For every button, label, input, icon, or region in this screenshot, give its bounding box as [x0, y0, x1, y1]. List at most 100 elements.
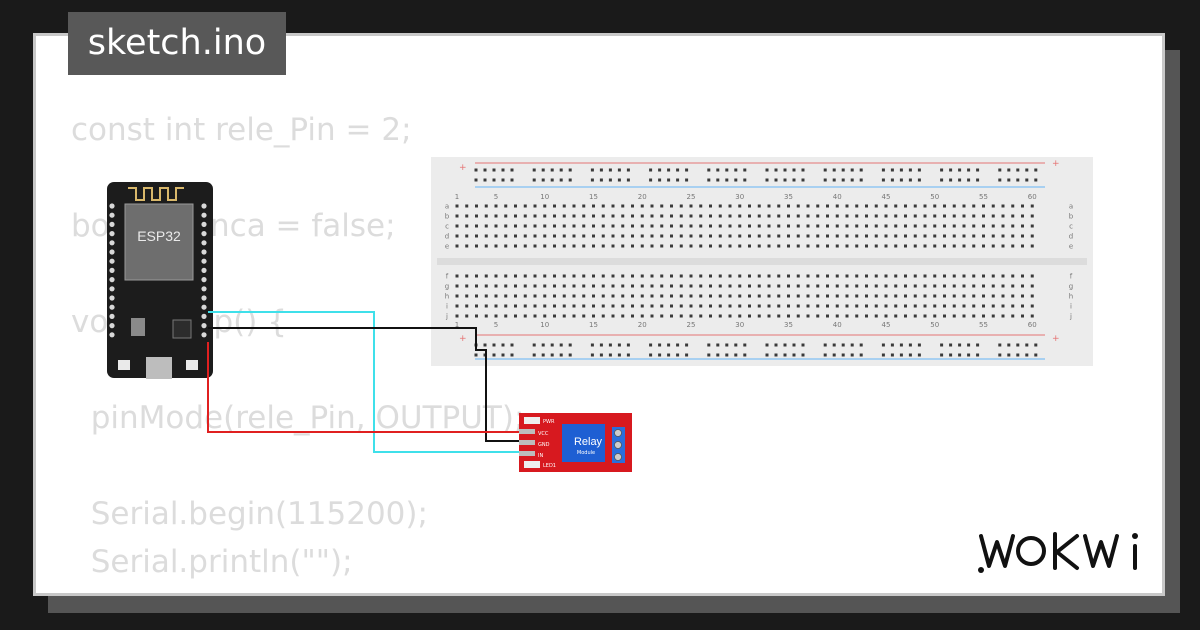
esp32-pin[interactable] — [201, 249, 207, 255]
breadboard-hole — [533, 284, 537, 288]
breadboard-hole — [475, 214, 478, 218]
breadboard-hole — [952, 314, 956, 318]
rail-hole — [667, 343, 671, 347]
breadboard-hole — [562, 244, 566, 248]
breadboard-hole — [962, 274, 966, 278]
breadboard-column-number: 25 — [687, 193, 696, 201]
breadboard-hole — [572, 214, 576, 218]
breadboard-hole — [904, 234, 907, 238]
esp32-pin[interactable] — [201, 313, 207, 319]
rail-hole — [541, 168, 545, 172]
esp32-pin[interactable] — [201, 286, 207, 292]
breadboard-hole — [913, 284, 917, 288]
esp32-en-button[interactable] — [118, 360, 130, 370]
esp32-pin[interactable] — [201, 212, 207, 218]
breadboard-hole — [562, 314, 566, 318]
esp32-usb-chip — [172, 319, 192, 339]
esp32-pin[interactable] — [201, 240, 207, 246]
breadboard-hole — [1021, 284, 1024, 288]
breadboard-hole — [894, 204, 898, 208]
breadboard-hole — [826, 304, 829, 308]
breadboard-hole — [523, 234, 527, 238]
rail-hole — [890, 343, 894, 347]
breadboard-hole — [991, 304, 995, 308]
relay-pin-vcc[interactable] — [519, 429, 535, 434]
esp32-pin[interactable] — [109, 231, 115, 237]
breadboard-hole — [826, 284, 829, 288]
wire-black[interactable] — [208, 327, 519, 442]
breadboard-hole — [553, 294, 556, 298]
esp32-pin[interactable] — [109, 212, 115, 218]
wire-red[interactable] — [207, 342, 519, 433]
breadboard-hole — [1001, 274, 1005, 278]
relay-led-1-label: LED1 — [543, 463, 556, 469]
rail-hole — [1016, 168, 1020, 172]
wire-cyan[interactable] — [208, 311, 519, 453]
breadboard-hole — [1001, 234, 1005, 238]
rail-hole — [881, 353, 885, 357]
esp32-pin[interactable] — [201, 277, 207, 283]
rail-hole — [783, 343, 787, 347]
rail-hole — [685, 168, 689, 172]
breadboard-hole — [826, 294, 829, 298]
esp32-pin[interactable] — [109, 313, 115, 319]
breadboard-hole — [1001, 214, 1005, 218]
breadboard-hole — [835, 294, 839, 298]
esp32-pin[interactable] — [109, 304, 115, 310]
esp32-pin[interactable] — [109, 323, 115, 329]
breadboard-hole — [835, 224, 839, 228]
file-tab[interactable]: sketch.ino — [68, 12, 286, 75]
esp32-pin[interactable] — [109, 240, 115, 246]
rail-hole — [550, 343, 554, 347]
breadboard-hole — [533, 294, 537, 298]
esp32-pin[interactable] — [109, 267, 115, 273]
breadboard-hole — [777, 244, 781, 248]
breadboard-hole — [845, 314, 849, 318]
esp32-pin[interactable] — [109, 295, 115, 301]
esp32-pin[interactable] — [201, 258, 207, 264]
breadboard-hole — [806, 274, 810, 278]
esp32-pin[interactable] — [201, 231, 207, 237]
breadboard-hole — [855, 284, 859, 288]
esp32-pin[interactable] — [201, 203, 207, 209]
breadboard-hole — [572, 224, 576, 228]
breadboard-hole — [640, 294, 644, 298]
esp32-pin[interactable] — [201, 332, 207, 338]
esp32-pin[interactable] — [201, 267, 207, 273]
esp32-pin[interactable] — [109, 277, 115, 283]
relay-module[interactable]: PWR LED1 VCC GND IN Relay Module — [519, 413, 632, 472]
breadboard-hole — [845, 304, 849, 308]
esp32-pin[interactable] — [109, 258, 115, 264]
breadboard-hole — [718, 314, 722, 318]
esp32-pin[interactable] — [109, 332, 115, 338]
breadboard-hole — [640, 284, 644, 288]
esp32-pin[interactable] — [109, 203, 115, 209]
rail-hole — [850, 343, 854, 347]
rail-hole — [658, 343, 662, 347]
esp32-pin[interactable] — [201, 295, 207, 301]
esp32-board[interactable]: ESP32 — [107, 182, 213, 379]
esp32-pin[interactable] — [109, 221, 115, 227]
esp32-pin[interactable] — [109, 249, 115, 255]
breadboard[interactable]: + + + + 11551010151520202525303035354040… — [431, 157, 1093, 366]
relay-pin-in[interactable] — [519, 451, 535, 456]
esp32-pin[interactable] — [201, 304, 207, 310]
breadboard-hole — [679, 214, 683, 218]
esp32-pin[interactable] — [109, 286, 115, 292]
esp32-pin[interactable] — [201, 221, 207, 227]
esp32-boot-button[interactable] — [186, 360, 198, 370]
code-line: Serial.println(""); — [71, 544, 353, 580]
rail-hole — [1025, 353, 1029, 357]
relay-pin-gnd[interactable] — [519, 440, 535, 445]
breadboard-hole — [845, 204, 849, 208]
breadboard-hole — [787, 274, 790, 278]
breadboard-hole — [523, 214, 527, 218]
breadboard-hole — [1030, 274, 1034, 278]
breadboard-hole — [962, 224, 966, 228]
breadboard-hole — [621, 284, 625, 288]
breadboard-hole — [621, 224, 625, 228]
esp32-pin[interactable] — [201, 323, 207, 329]
breadboard-hole — [465, 304, 469, 308]
breadboard-column-number: 15 — [589, 321, 598, 329]
